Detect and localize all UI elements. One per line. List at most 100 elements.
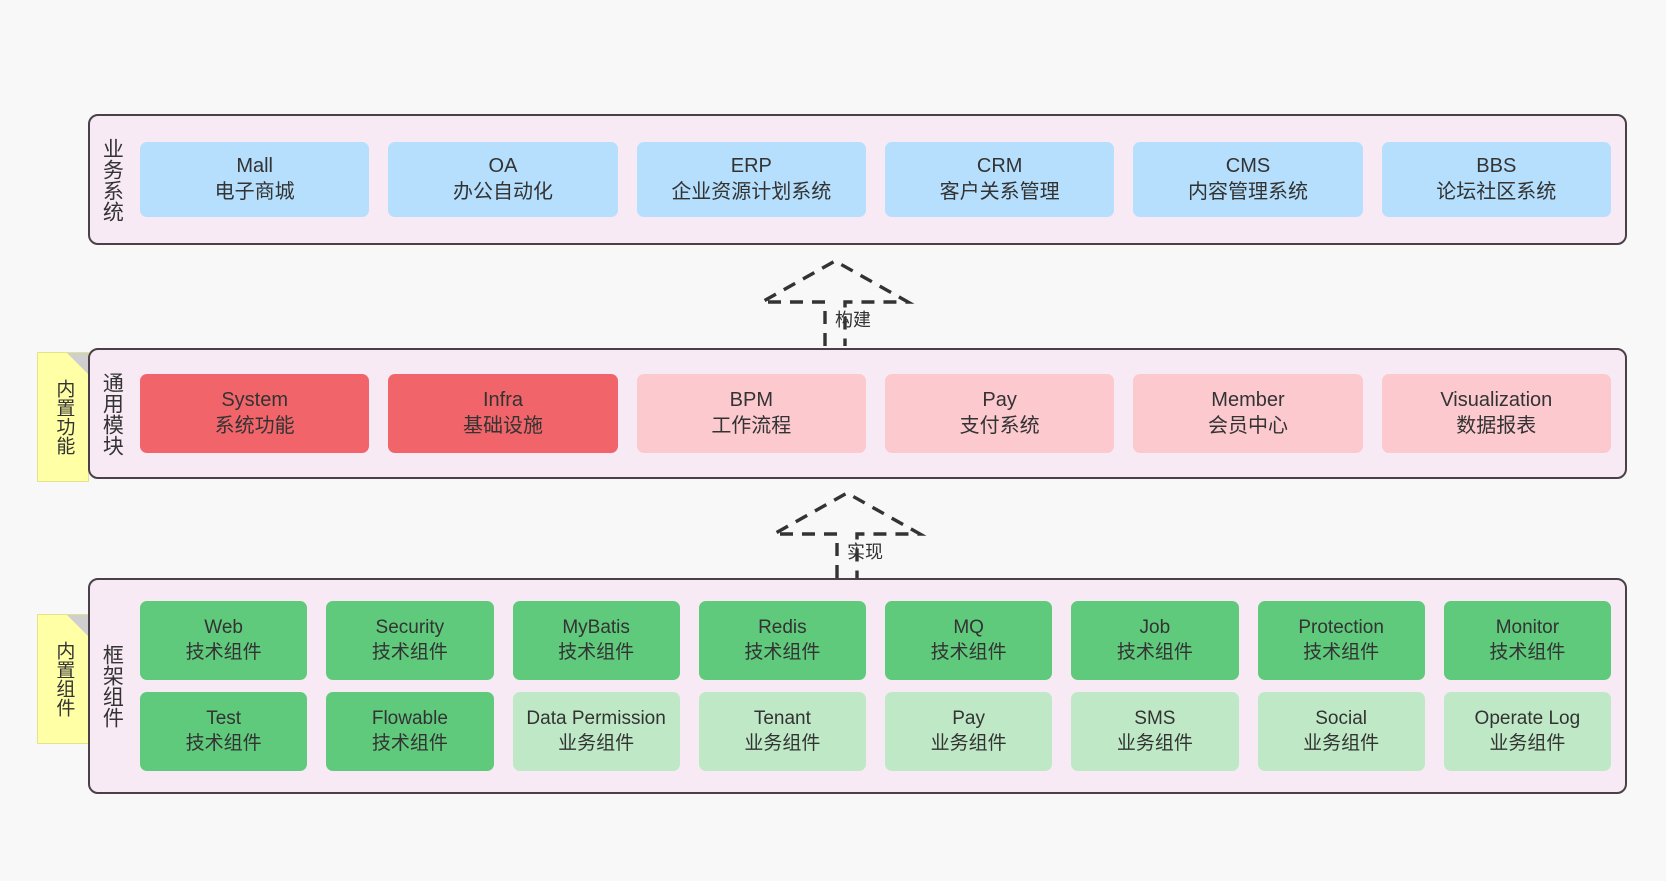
card-erp-subtitle: 企业资源计划系统 bbox=[671, 180, 832, 203]
card-test-subtitle: 技术组件 bbox=[185, 732, 262, 754]
card-visualization[interactable]: Visualization 数据报表 bbox=[1381, 374, 1611, 453]
card-security[interactable]: Security 技术组件 bbox=[326, 601, 494, 680]
connector-build-label: 构建 bbox=[835, 310, 871, 330]
card-web-title: Web bbox=[204, 617, 243, 639]
card-flowable-subtitle: 技术组件 bbox=[371, 732, 448, 754]
card-social[interactable]: Social 业务组件 bbox=[1257, 692, 1425, 771]
card-visualization-title: Visualization bbox=[1440, 388, 1553, 411]
card-protection-subtitle: 技术组件 bbox=[1303, 641, 1380, 663]
card-monitor-subtitle: 技术组件 bbox=[1489, 641, 1566, 663]
card-flowable[interactable]: Flowable 技术组件 bbox=[326, 692, 494, 771]
card-pay-component-title: Pay bbox=[952, 708, 985, 730]
card-test[interactable]: Test 技术组件 bbox=[140, 692, 308, 771]
card-oa-subtitle: 办公自动化 bbox=[452, 180, 553, 203]
card-protection[interactable]: Protection 技术组件 bbox=[1257, 601, 1425, 680]
note-builtin-component-label: 内置组件 bbox=[53, 641, 75, 717]
connector-implement: 实现 bbox=[767, 490, 927, 578]
card-infra-title: Infra bbox=[482, 388, 523, 411]
card-sms-subtitle: 业务组件 bbox=[1116, 732, 1193, 754]
card-tenant[interactable]: Tenant 业务组件 bbox=[698, 692, 866, 771]
card-member[interactable]: Member 会员中心 bbox=[1133, 374, 1363, 453]
card-crm-title: CRM bbox=[976, 154, 1023, 177]
note-builtin-component: 内置组件 bbox=[37, 614, 89, 744]
card-security-title: Security bbox=[375, 617, 445, 639]
layer-framework-components-body: Web 技术组件 Security 技术组件 MyBatis 技术组件 Redi… bbox=[132, 580, 1625, 792]
card-system-title: System bbox=[221, 388, 288, 411]
connector-build: 构建 bbox=[755, 258, 915, 346]
layer-common-modules-body: System 系统功能 Infra 基础设施 BPM 工作流程 Pay 支付系统… bbox=[132, 350, 1625, 477]
card-bpm-subtitle: 工作流程 bbox=[711, 414, 792, 437]
layer-common-modules-title: 通用模块 bbox=[100, 371, 124, 456]
card-bbs-subtitle: 论坛社区系统 bbox=[1436, 180, 1557, 203]
card-tenant-subtitle: 业务组件 bbox=[744, 732, 821, 754]
card-flowable-title: Flowable bbox=[371, 708, 448, 730]
card-job[interactable]: Job 技术组件 bbox=[1071, 601, 1239, 680]
card-web[interactable]: Web 技术组件 bbox=[140, 601, 308, 680]
card-system-subtitle: 系统功能 bbox=[214, 414, 295, 437]
card-data-permission[interactable]: Data Permission 业务组件 bbox=[512, 692, 680, 771]
card-erp-title: ERP bbox=[730, 154, 772, 177]
card-member-subtitle: 会员中心 bbox=[1207, 414, 1288, 437]
card-sms[interactable]: SMS 业务组件 bbox=[1071, 692, 1239, 771]
note-fold-corner-icon bbox=[67, 615, 88, 636]
card-oa-title: OA bbox=[488, 154, 518, 177]
card-mq-title: MQ bbox=[953, 617, 984, 639]
card-pay-component[interactable]: Pay 业务组件 bbox=[885, 692, 1053, 771]
card-social-title: Social bbox=[1315, 708, 1367, 730]
card-system[interactable]: System 系统功能 bbox=[140, 374, 370, 453]
card-mybatis-subtitle: 技术组件 bbox=[558, 641, 635, 663]
card-mq-subtitle: 技术组件 bbox=[930, 641, 1007, 663]
card-mybatis-title: MyBatis bbox=[562, 617, 630, 639]
card-data-permission-title: Data Permission bbox=[526, 708, 666, 730]
card-member-title: Member bbox=[1211, 388, 1285, 411]
card-monitor-title: Monitor bbox=[1495, 617, 1560, 639]
card-security-subtitle: 技术组件 bbox=[371, 641, 448, 663]
card-pay-module-title: Pay bbox=[982, 388, 1017, 411]
card-erp[interactable]: ERP 企业资源计划系统 bbox=[636, 142, 866, 217]
card-sms-title: SMS bbox=[1134, 708, 1176, 730]
note-fold-corner-icon bbox=[67, 353, 88, 374]
layer-business-systems: 业务系统 Mall 电子商城 OA 办公自动化 ERP 企业资源计划系统 CRM bbox=[88, 114, 1627, 245]
card-crm[interactable]: CRM 客户关系管理 bbox=[884, 142, 1115, 217]
card-redis[interactable]: Redis 技术组件 bbox=[698, 601, 866, 680]
card-infra[interactable]: Infra 基础设施 bbox=[388, 374, 618, 453]
card-monitor[interactable]: Monitor 技术组件 bbox=[1443, 601, 1611, 680]
card-redis-title: Redis bbox=[758, 617, 807, 639]
layer-common-modules: 通用模块 System 系统功能 Infra 基础设施 BPM 工作流程 Pay bbox=[88, 348, 1627, 479]
card-web-subtitle: 技术组件 bbox=[185, 641, 262, 663]
layer-business-systems-title: 业务系统 bbox=[100, 137, 124, 222]
card-visualization-subtitle: 数据报表 bbox=[1456, 414, 1537, 437]
card-test-title: Test bbox=[206, 708, 242, 730]
card-operate-log-subtitle: 业务组件 bbox=[1489, 732, 1566, 754]
layer-framework-components-title: 框架组件 bbox=[100, 644, 124, 728]
card-bpm[interactable]: BPM 工作流程 bbox=[636, 374, 866, 453]
note-builtin-function-label: 内置功能 bbox=[53, 379, 75, 455]
card-pay-component-subtitle: 业务组件 bbox=[930, 732, 1007, 754]
card-data-permission-subtitle: 业务组件 bbox=[558, 732, 635, 754]
card-bpm-title: BPM bbox=[729, 388, 773, 411]
card-mq[interactable]: MQ 技术组件 bbox=[885, 601, 1053, 680]
card-pay-module-subtitle: 支付系统 bbox=[959, 414, 1040, 437]
card-cms-subtitle: 内容管理系统 bbox=[1187, 180, 1308, 203]
framework-tech-row: Web 技术组件 Security 技术组件 MyBatis 技术组件 Redi… bbox=[140, 601, 1611, 680]
card-redis-subtitle: 技术组件 bbox=[744, 641, 821, 663]
connector-implement-arrow bbox=[767, 491, 927, 578]
framework-business-row: Test 技术组件 Flowable 技术组件 Data Permission … bbox=[140, 692, 1611, 771]
card-pay-module[interactable]: Pay 支付系统 bbox=[884, 374, 1115, 453]
card-social-subtitle: 业务组件 bbox=[1303, 732, 1380, 754]
connector-implement-label: 实现 bbox=[847, 542, 883, 562]
card-operate-log-title: Operate Log bbox=[1474, 708, 1581, 730]
card-bbs[interactable]: BBS 论坛社区系统 bbox=[1381, 142, 1611, 217]
business-card-row: Mall 电子商城 OA 办公自动化 ERP 企业资源计划系统 CRM 客户关系… bbox=[140, 142, 1611, 217]
common-card-row: System 系统功能 Infra 基础设施 BPM 工作流程 Pay 支付系统… bbox=[140, 374, 1611, 453]
card-mall[interactable]: Mall 电子商城 bbox=[140, 142, 370, 217]
layer-framework-components: 框架组件 Web 技术组件 Security 技术组件 MyBatis 技术组件… bbox=[88, 578, 1627, 794]
card-operate-log[interactable]: Operate Log 业务组件 bbox=[1443, 692, 1611, 771]
card-mybatis[interactable]: MyBatis 技术组件 bbox=[512, 601, 680, 680]
card-protection-title: Protection bbox=[1298, 617, 1384, 639]
card-cms-title: CMS bbox=[1225, 154, 1271, 177]
card-cms[interactable]: CMS 内容管理系统 bbox=[1133, 142, 1363, 217]
card-oa[interactable]: OA 办公自动化 bbox=[388, 142, 618, 217]
card-mall-subtitle: 电子商城 bbox=[214, 180, 295, 203]
note-builtin-function: 内置功能 bbox=[37, 352, 89, 482]
